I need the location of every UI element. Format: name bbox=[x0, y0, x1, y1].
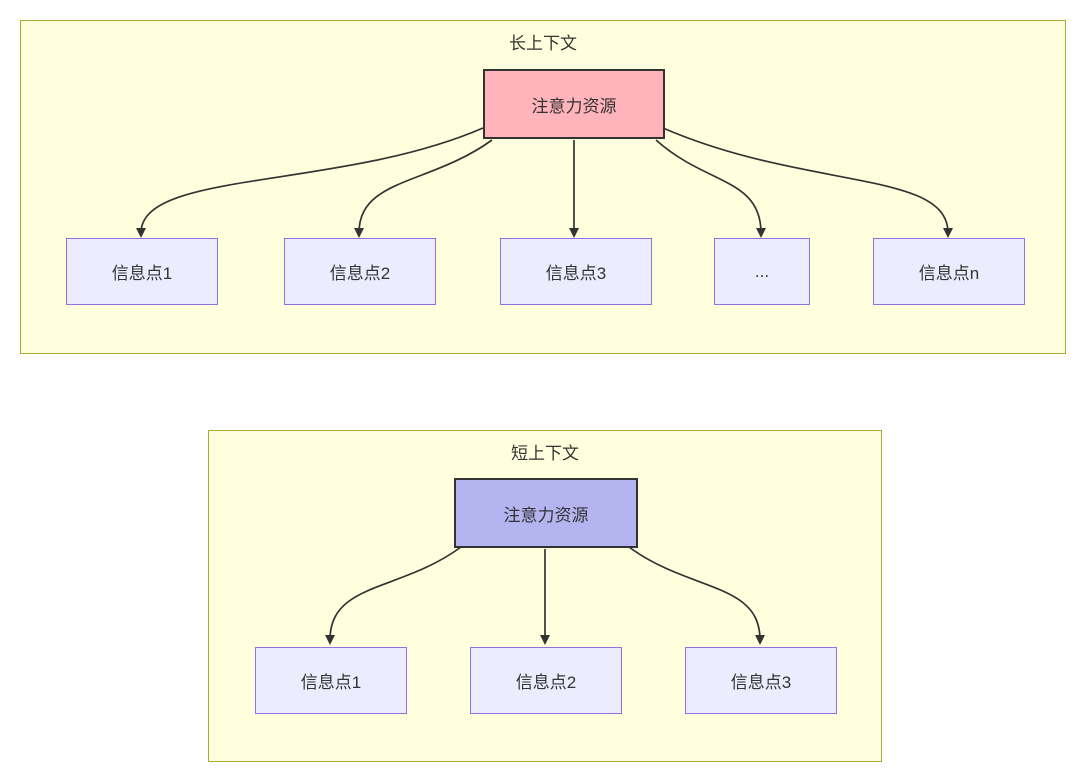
cluster-long-title: 长上下文 bbox=[509, 34, 577, 53]
cluster-long-context: 长上下文 注意力资源 信息点1 信息点2 信息点3 ... 信息点n bbox=[20, 20, 1066, 354]
info-point-node-3-long: 信息点3 bbox=[500, 238, 652, 305]
attention-resource-node-long: 注意力资源 bbox=[483, 69, 665, 139]
info-point-node-ellipsis-long: ... bbox=[714, 238, 810, 305]
info-point-node-1-short: 信息点1 bbox=[255, 647, 407, 714]
attention-resource-node-short: 注意力资源 bbox=[454, 478, 638, 548]
cluster-short-title: 短上下文 bbox=[511, 444, 579, 463]
info-point-node-2-long: 信息点2 bbox=[284, 238, 436, 305]
info-point-node-1-long: 信息点1 bbox=[66, 238, 218, 305]
info-point-node-n-long: 信息点n bbox=[873, 238, 1025, 305]
cluster-short-context: 短上下文 注意力资源 信息点1 信息点2 信息点3 bbox=[208, 430, 882, 762]
info-point-node-2-short: 信息点2 bbox=[470, 647, 622, 714]
info-point-node-3-short: 信息点3 bbox=[685, 647, 837, 714]
